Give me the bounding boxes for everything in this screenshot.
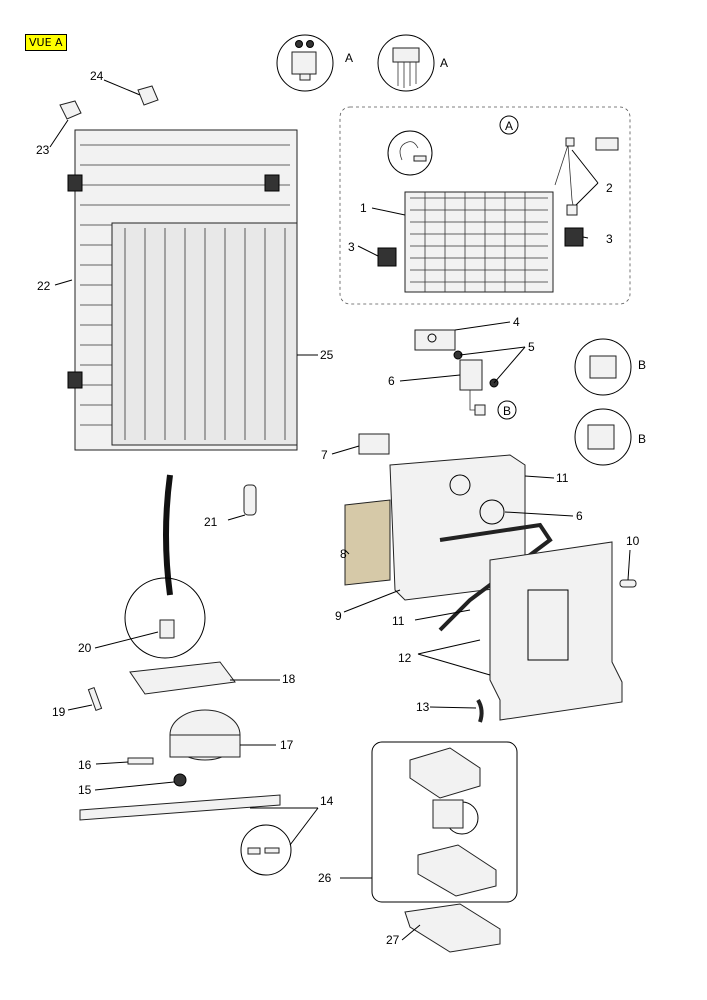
callout-3b: 3: [606, 232, 613, 246]
fan-bracket: [414, 329, 456, 351]
gasket-11: [438, 522, 553, 632]
leader-lines: [49, 79, 631, 941]
callout-20: 20: [78, 641, 92, 655]
callout-9: 9: [335, 609, 342, 623]
callout-6b: 6: [576, 509, 583, 523]
callout-7: 7: [321, 448, 328, 462]
thermostat-detail-box: [371, 741, 518, 903]
tube-13: [476, 698, 484, 723]
plate-27: [404, 903, 501, 953]
callout-24: 24: [90, 69, 104, 83]
callout-18: 18: [282, 672, 296, 686]
capillary-dryer: [243, 484, 257, 516]
callout-23: 23: [36, 143, 50, 157]
rail-14: [79, 794, 281, 821]
callout-25: 25: [320, 348, 334, 362]
fan-motor: [453, 350, 499, 416]
thermostat-cover: [409, 747, 481, 799]
clip-23: [59, 100, 82, 120]
callout-14: 14: [320, 794, 334, 808]
callout-19: 19: [52, 705, 66, 719]
label-detail-a-circle: A: [505, 119, 513, 133]
small-plate-7: [358, 433, 390, 455]
clip-24: [137, 85, 159, 106]
clamp-16: [127, 757, 154, 765]
foam-pad-left: [377, 247, 397, 267]
detail-b-plug: [574, 408, 632, 466]
callout-12: 12: [398, 651, 412, 665]
callout-15: 15: [78, 783, 92, 797]
vue-a-badge: VUE A: [25, 34, 67, 51]
evaporator: [404, 191, 554, 293]
label-detail-b1: B: [638, 358, 646, 372]
label-detail-b-circle: B: [503, 404, 511, 418]
callout-2: 2: [606, 181, 613, 195]
callout-11a: 11: [556, 471, 569, 485]
insulation-pad-8: [344, 499, 391, 586]
back-cover: [489, 541, 623, 721]
callout-1: 1: [360, 201, 367, 215]
label-detail-a2: A: [440, 56, 448, 70]
thermostat-knob: [432, 799, 479, 835]
callout-numbers: 1 2 3 3 4 5 6 6 7 8 9 10 11 11 12 13 14 …: [36, 69, 640, 947]
defrost-heater-wire: [554, 137, 619, 216]
callout-21: 21: [204, 515, 218, 529]
callout-8: 8: [340, 547, 347, 561]
detail-a-marker: [499, 115, 519, 135]
callout-4: 4: [513, 315, 520, 329]
callout-17: 17: [280, 738, 294, 752]
detail-a-connector-top: [276, 34, 334, 92]
grommet-15: [173, 773, 187, 787]
hose-detail-circle: [124, 577, 206, 659]
compressor-plate: [129, 661, 236, 695]
tube-19: [87, 686, 103, 712]
sensor-wire-detail: [387, 130, 433, 176]
detail-b-connector: [574, 338, 632, 396]
detail-b-marker: [497, 400, 517, 420]
callout-22: 22: [37, 279, 51, 293]
callout-27: 27: [386, 933, 400, 947]
callout-6a: 6: [388, 374, 395, 388]
rod-10: [619, 579, 637, 588]
evaporator-detail-box: [339, 106, 631, 305]
detail-a-harness-top: [377, 34, 435, 92]
callout-13: 13: [416, 700, 430, 714]
label-detail-b2: B: [638, 432, 646, 446]
compressor: [169, 709, 241, 761]
label-detail-a1: A: [345, 51, 353, 65]
callout-10: 10: [626, 534, 640, 548]
callout-26: 26: [318, 871, 332, 885]
callout-5: 5: [528, 340, 535, 354]
callout-16: 16: [78, 758, 92, 772]
callout-11b: 11: [392, 614, 405, 628]
screws-detail: [240, 824, 292, 876]
foam-pad-right: [564, 227, 584, 247]
callout-3a: 3: [348, 240, 355, 254]
condenser-panel: [67, 174, 298, 446]
thermostat-base: [417, 844, 497, 897]
drain-hose: [163, 474, 173, 596]
